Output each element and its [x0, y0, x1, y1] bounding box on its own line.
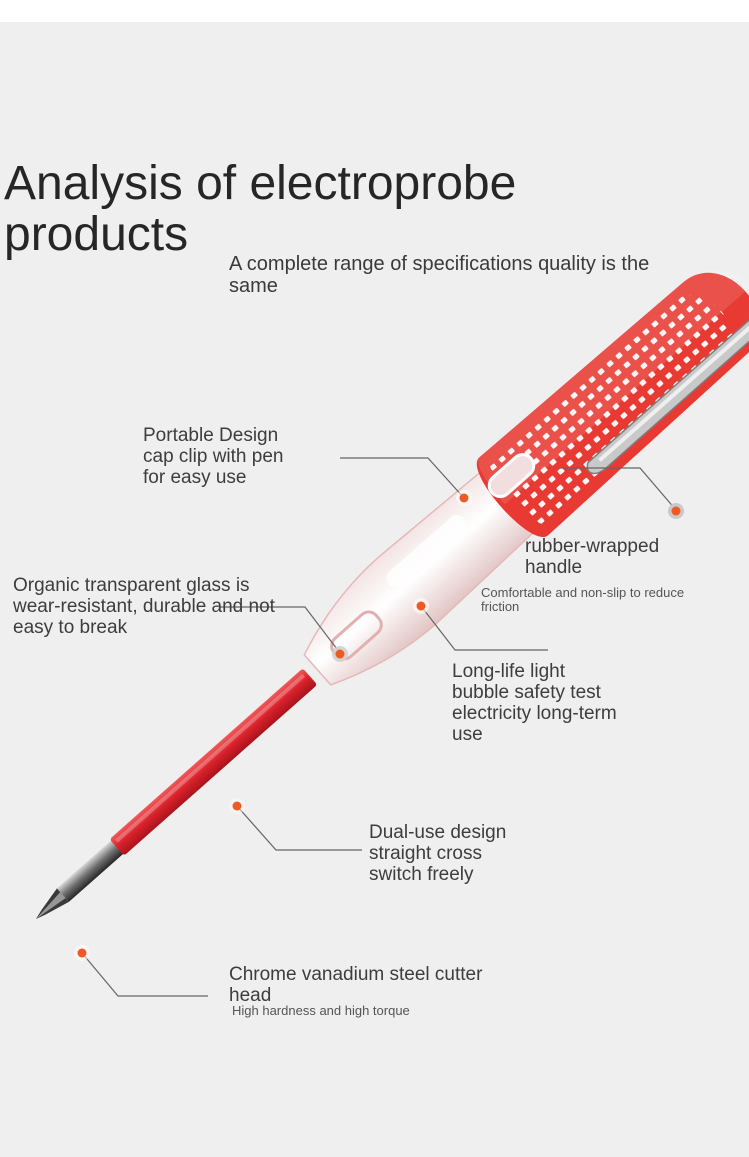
callout-clip-line-1: Portable Design [143, 425, 279, 446]
callout-bubble-line-1: Long-life light [452, 661, 566, 682]
callout-dual-line-2: straight cross [369, 843, 482, 864]
grip-pattern [489, 295, 735, 525]
red-shaft [110, 669, 317, 855]
leader-line-dual [236, 805, 362, 851]
callout-handle-label: rubber-wrapped handle [525, 536, 659, 578]
callout-glass-label: Organic transparent glass is wear-resist… [13, 575, 275, 638]
dot-dual [229, 798, 245, 814]
leader-lines [81, 457, 677, 997]
callout-bubble-line-3: electricity long-term [452, 703, 617, 724]
callout-dual-line-3: switch freely [369, 864, 474, 885]
pen-body [35, 269, 749, 920]
callout-handle-line-1: rubber-wrapped [525, 536, 660, 557]
callout-handle-note-line-1: Comfortable and non-slip to reduce [481, 585, 685, 600]
callout-glass-line-2: wear-resistant, durable and not [13, 596, 275, 617]
transparent-glass-body [303, 466, 540, 686]
callout-handle-note-line-2: friction [481, 599, 520, 614]
callout-handle-line-2: handle [525, 557, 583, 578]
callout-dual-line-1: Dual-use design [369, 822, 507, 843]
subtitle-line-2: same [229, 275, 278, 297]
callout-clip-label: Portable Design cap clip with pen for ea… [143, 425, 283, 488]
callout-head-note-line-1: High hardness and high torque [232, 1003, 410, 1018]
subtitle-line-1: A complete range of specifications quali… [229, 253, 650, 275]
dot-clip [456, 490, 472, 506]
leader-line-glass [220, 606, 341, 654]
dot-glass [332, 646, 348, 662]
callout-glass-line-3: easy to break [13, 617, 128, 638]
page-title-line-1: Analysis of electroprobe [4, 157, 517, 210]
callout-dots [74, 490, 684, 961]
callout-glass-line-1: Organic transparent glass is [13, 575, 250, 596]
bubble-window [487, 453, 536, 499]
steel-tip [35, 835, 129, 920]
callout-bubble-label: Long-life light bubble safety test elect… [452, 661, 617, 745]
callout-clip-line-3: for easy use [143, 467, 247, 488]
callout-head-line-2: head [229, 985, 272, 1006]
callout-bubble-line-2: bubble safety test [452, 682, 601, 703]
leader-line-bubble [420, 605, 548, 651]
callout-head-label: Chrome vanadium steel cutter head [229, 964, 482, 1006]
callout-head-line-1: Chrome vanadium steel cutter [229, 964, 483, 985]
dot-bubble [413, 598, 429, 614]
dot-handle [668, 503, 684, 519]
leader-line-clip [340, 457, 465, 499]
callout-dual-label: Dual-use design straight cross switch fr… [369, 822, 506, 885]
callout-bubble-line-4: use [452, 724, 483, 745]
page-title-line-2: products [4, 208, 189, 261]
leader-line-head [81, 952, 208, 997]
dot-head [74, 945, 90, 961]
leader-line-handle [560, 467, 677, 511]
callout-head-note: High hardness and high torque [232, 1004, 410, 1018]
page-title: Analysis of electroprobe products [4, 158, 604, 260]
callout-handle-note: Comfortable and non-slip to reduce frict… [481, 586, 684, 614]
callout-clip-line-2: cap clip with pen [143, 446, 284, 467]
page-subtitle: A complete range of specifications quali… [229, 253, 709, 297]
